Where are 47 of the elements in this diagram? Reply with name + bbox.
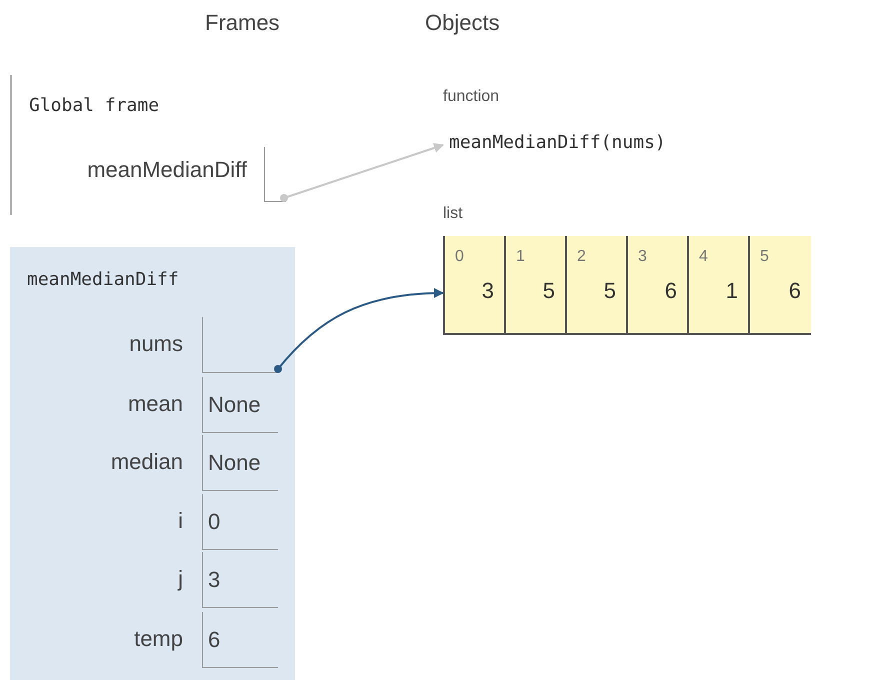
variable-name: j	[176, 566, 183, 592]
variable-name: meanMedianDiff	[86, 157, 247, 183]
object-type-label: list	[443, 205, 463, 223]
pointer-arrow	[274, 288, 444, 373]
list-cell	[687, 236, 748, 335]
column-heading: Frames	[205, 10, 280, 36]
variable-slot	[202, 612, 278, 668]
list-value: 1	[726, 278, 738, 304]
variable-slot	[202, 435, 278, 491]
variable-value: None	[208, 392, 261, 418]
list-index: 3	[638, 248, 647, 266]
list-value: 6	[664, 278, 677, 304]
frame-panel	[10, 247, 295, 680]
variable-name: temp	[133, 626, 183, 652]
variable-name: median	[110, 449, 183, 475]
variable-value: 0	[208, 509, 220, 535]
list-value: 5	[604, 278, 616, 304]
list-index: 2	[577, 248, 586, 266]
list-cell	[626, 236, 687, 335]
list-value: 6	[788, 278, 801, 304]
list-index: 4	[699, 248, 708, 266]
variable-slot	[202, 317, 278, 373]
list-index: 0	[455, 248, 464, 266]
pointer-arrow	[280, 143, 444, 202]
object-type-label: function	[443, 88, 500, 106]
variable-slot	[202, 494, 278, 550]
list-value: 3	[482, 278, 494, 304]
variable-name: mean	[126, 391, 183, 417]
list-cell	[443, 236, 504, 335]
variable-slot	[202, 552, 278, 608]
list-value: 5	[542, 278, 555, 304]
variable-value: 6	[208, 627, 220, 653]
list-cell	[504, 236, 565, 335]
variable-slot	[264, 147, 286, 202]
variable-name: nums	[128, 331, 183, 357]
column-heading: Objects	[425, 10, 500, 36]
variable-name: i	[177, 508, 183, 534]
variable-slot	[202, 377, 278, 433]
variable-value: 3	[208, 567, 220, 593]
list-cell	[565, 236, 626, 335]
list-cell	[748, 236, 811, 335]
frame-title: Global frame	[29, 95, 160, 116]
list-index: 5	[760, 248, 769, 266]
function-signature: meanMedianDiff(nums)	[449, 132, 666, 153]
list-index: 1	[516, 248, 525, 266]
variable-value: None	[208, 450, 261, 476]
frame-title: meanMedianDiff	[27, 269, 179, 290]
